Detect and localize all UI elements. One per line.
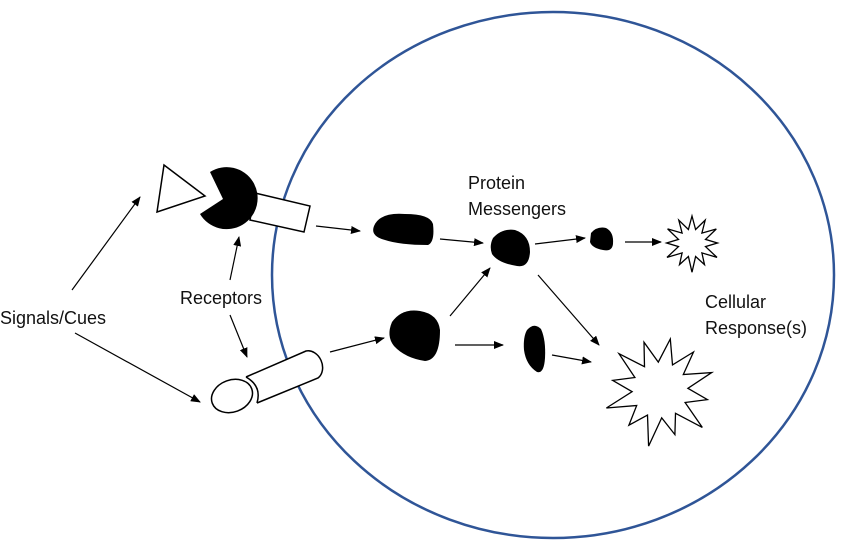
arrow-blob2-to-blob3 [449,267,491,317]
arrow-receptors-to-cylinder [229,314,248,358]
arrow-blob3-to-large-star [537,274,600,346]
messenger-blob-2 [389,310,440,361]
cell-membrane [270,10,836,540]
label-protein-messengers-2: Messengers [468,199,566,219]
receptor-cylinder [210,350,324,414]
response-star-large [606,336,715,447]
arrow-blob3-to-blob4 [534,235,586,245]
messenger-blob-4 [590,227,614,251]
arrow-blob1-to-blob3 [439,238,484,247]
arrow-signals-to-ligand [71,196,141,291]
label-receptors: Receptors [180,288,262,308]
ligand-triangle [156,163,207,214]
label-signals-cues: Signals/Cues [0,308,106,328]
arrow-receptors-to-pacman [229,236,242,281]
receptor-rectangle [249,192,311,233]
receptor-pacman [200,167,258,230]
arrow-signals-to-cylinder [74,332,201,403]
label-protein-messengers-1: Protein [468,173,525,193]
arrow-receptor1-to-blob1 [315,225,361,234]
arrow-blob5-to-large-star [551,354,592,365]
label-cellular-response-1: Cellular [705,292,766,312]
label-cellular-response-2: Response(s) [705,318,807,338]
arrow-cylinder-to-blob2 [329,336,385,353]
messenger-blob-5 [523,325,546,373]
response-star-small [664,213,720,273]
messenger-blob-3 [490,229,530,267]
messenger-blob-1 [373,213,434,245]
